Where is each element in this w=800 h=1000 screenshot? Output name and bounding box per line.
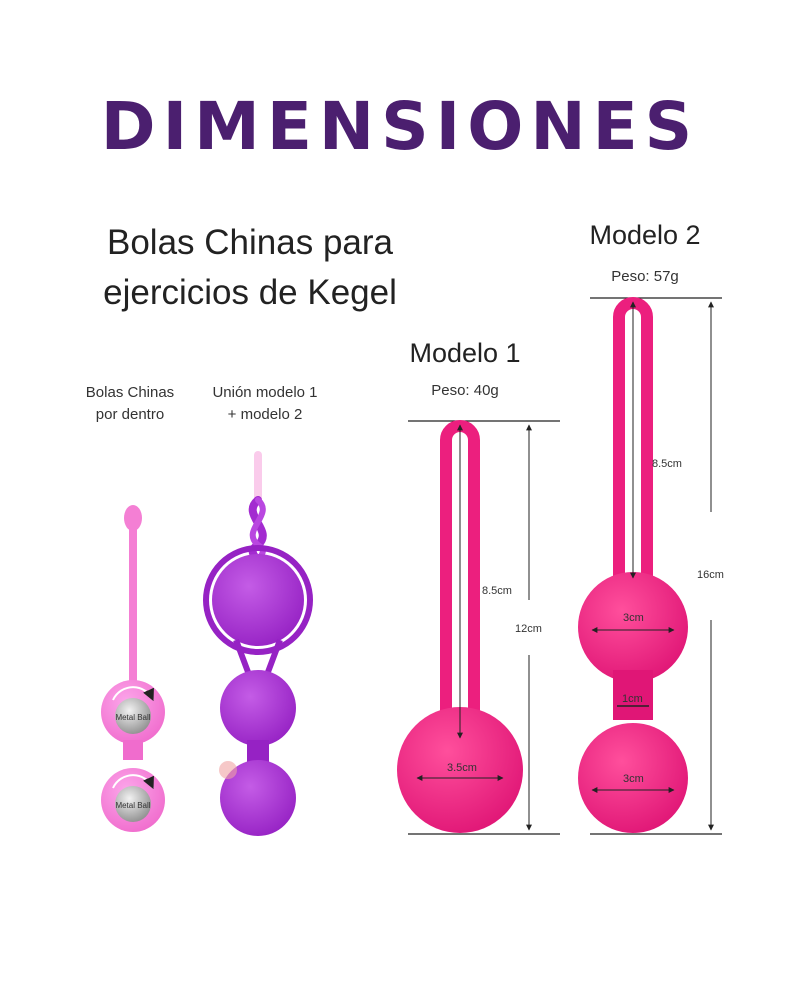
model-2-bottom-ball-width: 3cm (623, 773, 644, 785)
model-1-loop-length: 8.5cm (482, 585, 512, 597)
model-2-product (578, 297, 722, 835)
caption-inside-line-2: por dentro (95, 406, 165, 423)
model-2-top-ball-width: 3cm (623, 612, 644, 624)
product-subtitle: Bolas Chinas para ejercicios de Kegel (60, 218, 440, 318)
metal-ball-icon (115, 698, 151, 734)
caption-inside: Bolas Chinas por dentro (70, 382, 190, 426)
caption-union-line-1: Unión modelo 1 (212, 384, 318, 401)
model-1-product (397, 420, 560, 835)
model-2-weight: Peso: 57g (611, 268, 679, 285)
model-1-ball-width: 3.5cm (447, 762, 477, 774)
caption-inside-line-1: Bolas Chinas (85, 384, 175, 401)
metal-ball-label: Metal Ball (115, 801, 150, 810)
caption-union: Unión modelo 1 + modelo 2 (195, 382, 335, 426)
inside-view-product (101, 505, 165, 832)
union-product (203, 451, 313, 836)
model-1-weight: Peso: 40g (431, 382, 499, 399)
subtitle-line-2: ejercicios de Kegel (103, 273, 397, 312)
model-2-neck-width: 1cm (622, 693, 643, 705)
model-2-loop-length: 8.5cm (652, 458, 682, 470)
model-1-name: Modelo 1 (409, 338, 521, 368)
subtitle-line-1: Bolas Chinas para (107, 223, 393, 262)
model-2-total-length: 16cm (697, 569, 724, 581)
model-1-total-length: 12cm (515, 623, 542, 635)
metal-ball-icon (115, 786, 151, 822)
model-2-name: Modelo 2 (589, 220, 701, 250)
caption-union-line-2: + modelo 2 (227, 406, 303, 423)
metal-ball-label: Metal Ball (115, 713, 150, 722)
page-title: DIMENSIONES (100, 88, 700, 165)
